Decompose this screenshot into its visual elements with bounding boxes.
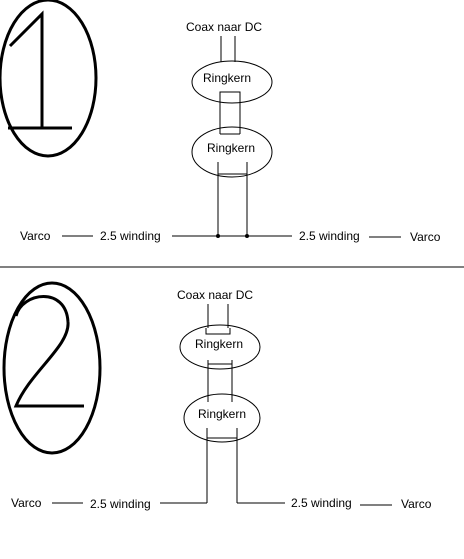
ringkern-bottom-1 bbox=[191, 126, 273, 178]
ringkern-bottom-2 bbox=[183, 393, 261, 443]
number-oval-1 bbox=[0, 0, 98, 158]
ringkern-top-label-1: Ringkern bbox=[203, 71, 251, 85]
varco-right-1: Varco bbox=[410, 230, 441, 244]
varco-right-2: Varco bbox=[401, 497, 432, 511]
number-1-value: 1 bbox=[48, 71, 55, 85]
winding-right-2: 2.5 winding bbox=[291, 496, 352, 510]
number-2-glyph bbox=[13, 295, 84, 408]
diagram-2: 2 Coax naar DC Ringkern Ringkern Varco 2… bbox=[2, 281, 432, 511]
ringkern-top-2 bbox=[179, 324, 261, 370]
ringkern-top-label-2: Ringkern bbox=[195, 337, 243, 351]
wire-loop-bottom-2 bbox=[206, 428, 238, 439]
wire-loop-top-1 bbox=[219, 91, 241, 100]
junction-left-1 bbox=[216, 234, 220, 238]
varco-left-2: Varco bbox=[11, 496, 42, 510]
number-2-value: 2 bbox=[52, 361, 59, 375]
wire-loop-bottom-1 bbox=[217, 162, 248, 175]
junction-right-1 bbox=[245, 234, 249, 238]
wire-loop-top-2 bbox=[205, 328, 231, 335]
number-oval-2 bbox=[2, 281, 102, 455]
ringkern-top-1 bbox=[191, 60, 273, 104]
coax-label-1: Coax naar DC bbox=[186, 20, 262, 34]
ringkern-bottom-label-1: Ringkern bbox=[207, 141, 255, 155]
winding-left-2: 2.5 winding bbox=[90, 497, 151, 511]
varco-left-1: Varco bbox=[20, 229, 51, 243]
winding-right-1: 2.5 winding bbox=[299, 229, 360, 243]
winding-left-1: 2.5 winding bbox=[100, 229, 161, 243]
diagram-1: 1 Coax naar DC Ringkern Ringkern Varco 2… bbox=[0, 0, 441, 244]
coax-label-2: Coax naar DC bbox=[177, 288, 253, 302]
ringkern-bottom-label-2: Ringkern bbox=[198, 407, 246, 421]
number-1-glyph bbox=[8, 10, 72, 130]
